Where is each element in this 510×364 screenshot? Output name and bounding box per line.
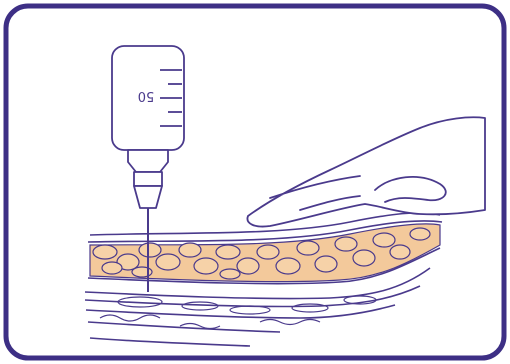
syringe-scale-label: 50 (138, 88, 155, 103)
